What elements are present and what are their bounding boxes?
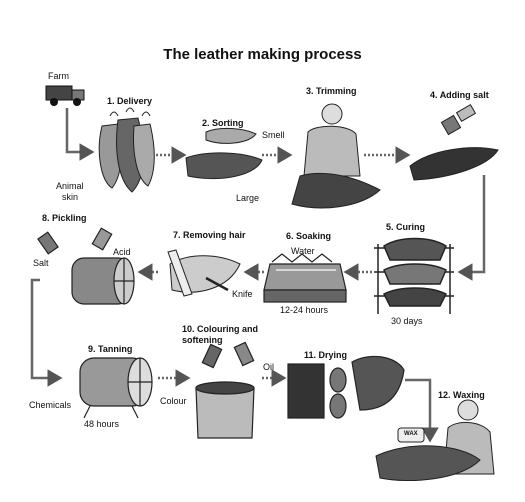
skin-label: skin [62,192,79,202]
step-11-label: 11. Drying [304,350,348,360]
knife-label: Knife [232,289,253,299]
trimming-worker-icon [291,103,381,209]
soaking-tank-icon [263,253,347,303]
arrow-salt-to-curing [457,175,486,281]
arrow-pickling-to-tanning [30,278,63,387]
oil-label: Oil [263,362,274,372]
chemicals-label: Chemicals [29,400,72,410]
hanging-hides-icon [98,107,155,193]
farm-label: Farm [48,71,69,81]
step-12-label: 12. Waxing [438,390,485,400]
soak-duration-label: 12-24 hours [280,305,329,315]
farm-truck-icon [45,85,85,106]
water-label: Water [291,246,315,256]
drying-machine-icon [287,355,405,419]
step-4-label: 4. Adding salt [430,90,489,100]
curing-duration-label: 30 days [391,316,423,326]
step-2-label: 2. Sorting [202,118,244,128]
step-1-label: 1. Delivery [107,96,153,106]
diagram-title: The leather making process [163,46,362,63]
step-3-label: 3. Trimming [306,86,357,96]
smell-label: Smell [262,130,285,140]
step-8-label: 8. Pickling [42,213,87,223]
animal-label: Animal [56,181,84,191]
arrow-drying-to-waxing [405,378,439,443]
step-5-label: 5. Curing [386,222,426,232]
removing-hair-icon [167,249,241,297]
step-9-label: 9. Tanning [88,344,133,354]
colouring-vat-icon [195,341,255,439]
tan-duration-label: 48 hours [84,419,120,429]
waxing-worker-icon [375,399,495,482]
step-7-label: 7. Removing hair [173,230,246,240]
salt-shaker-icon [409,103,499,181]
tanning-drum-icon [79,357,153,419]
acid-label: Acid [113,247,131,257]
step-6-label: 6. Soaking [286,231,332,241]
sorted-hides-icon [185,127,263,180]
wax-tin-label: WAX [404,431,418,437]
pickling-barrel-icon [37,227,135,305]
colour-label: Colour [160,396,187,406]
arrow-farm-to-delivery [65,108,95,161]
curing-rack-icon [374,237,454,314]
salt-label: Salt [33,258,49,268]
large-label: Large [236,193,260,203]
